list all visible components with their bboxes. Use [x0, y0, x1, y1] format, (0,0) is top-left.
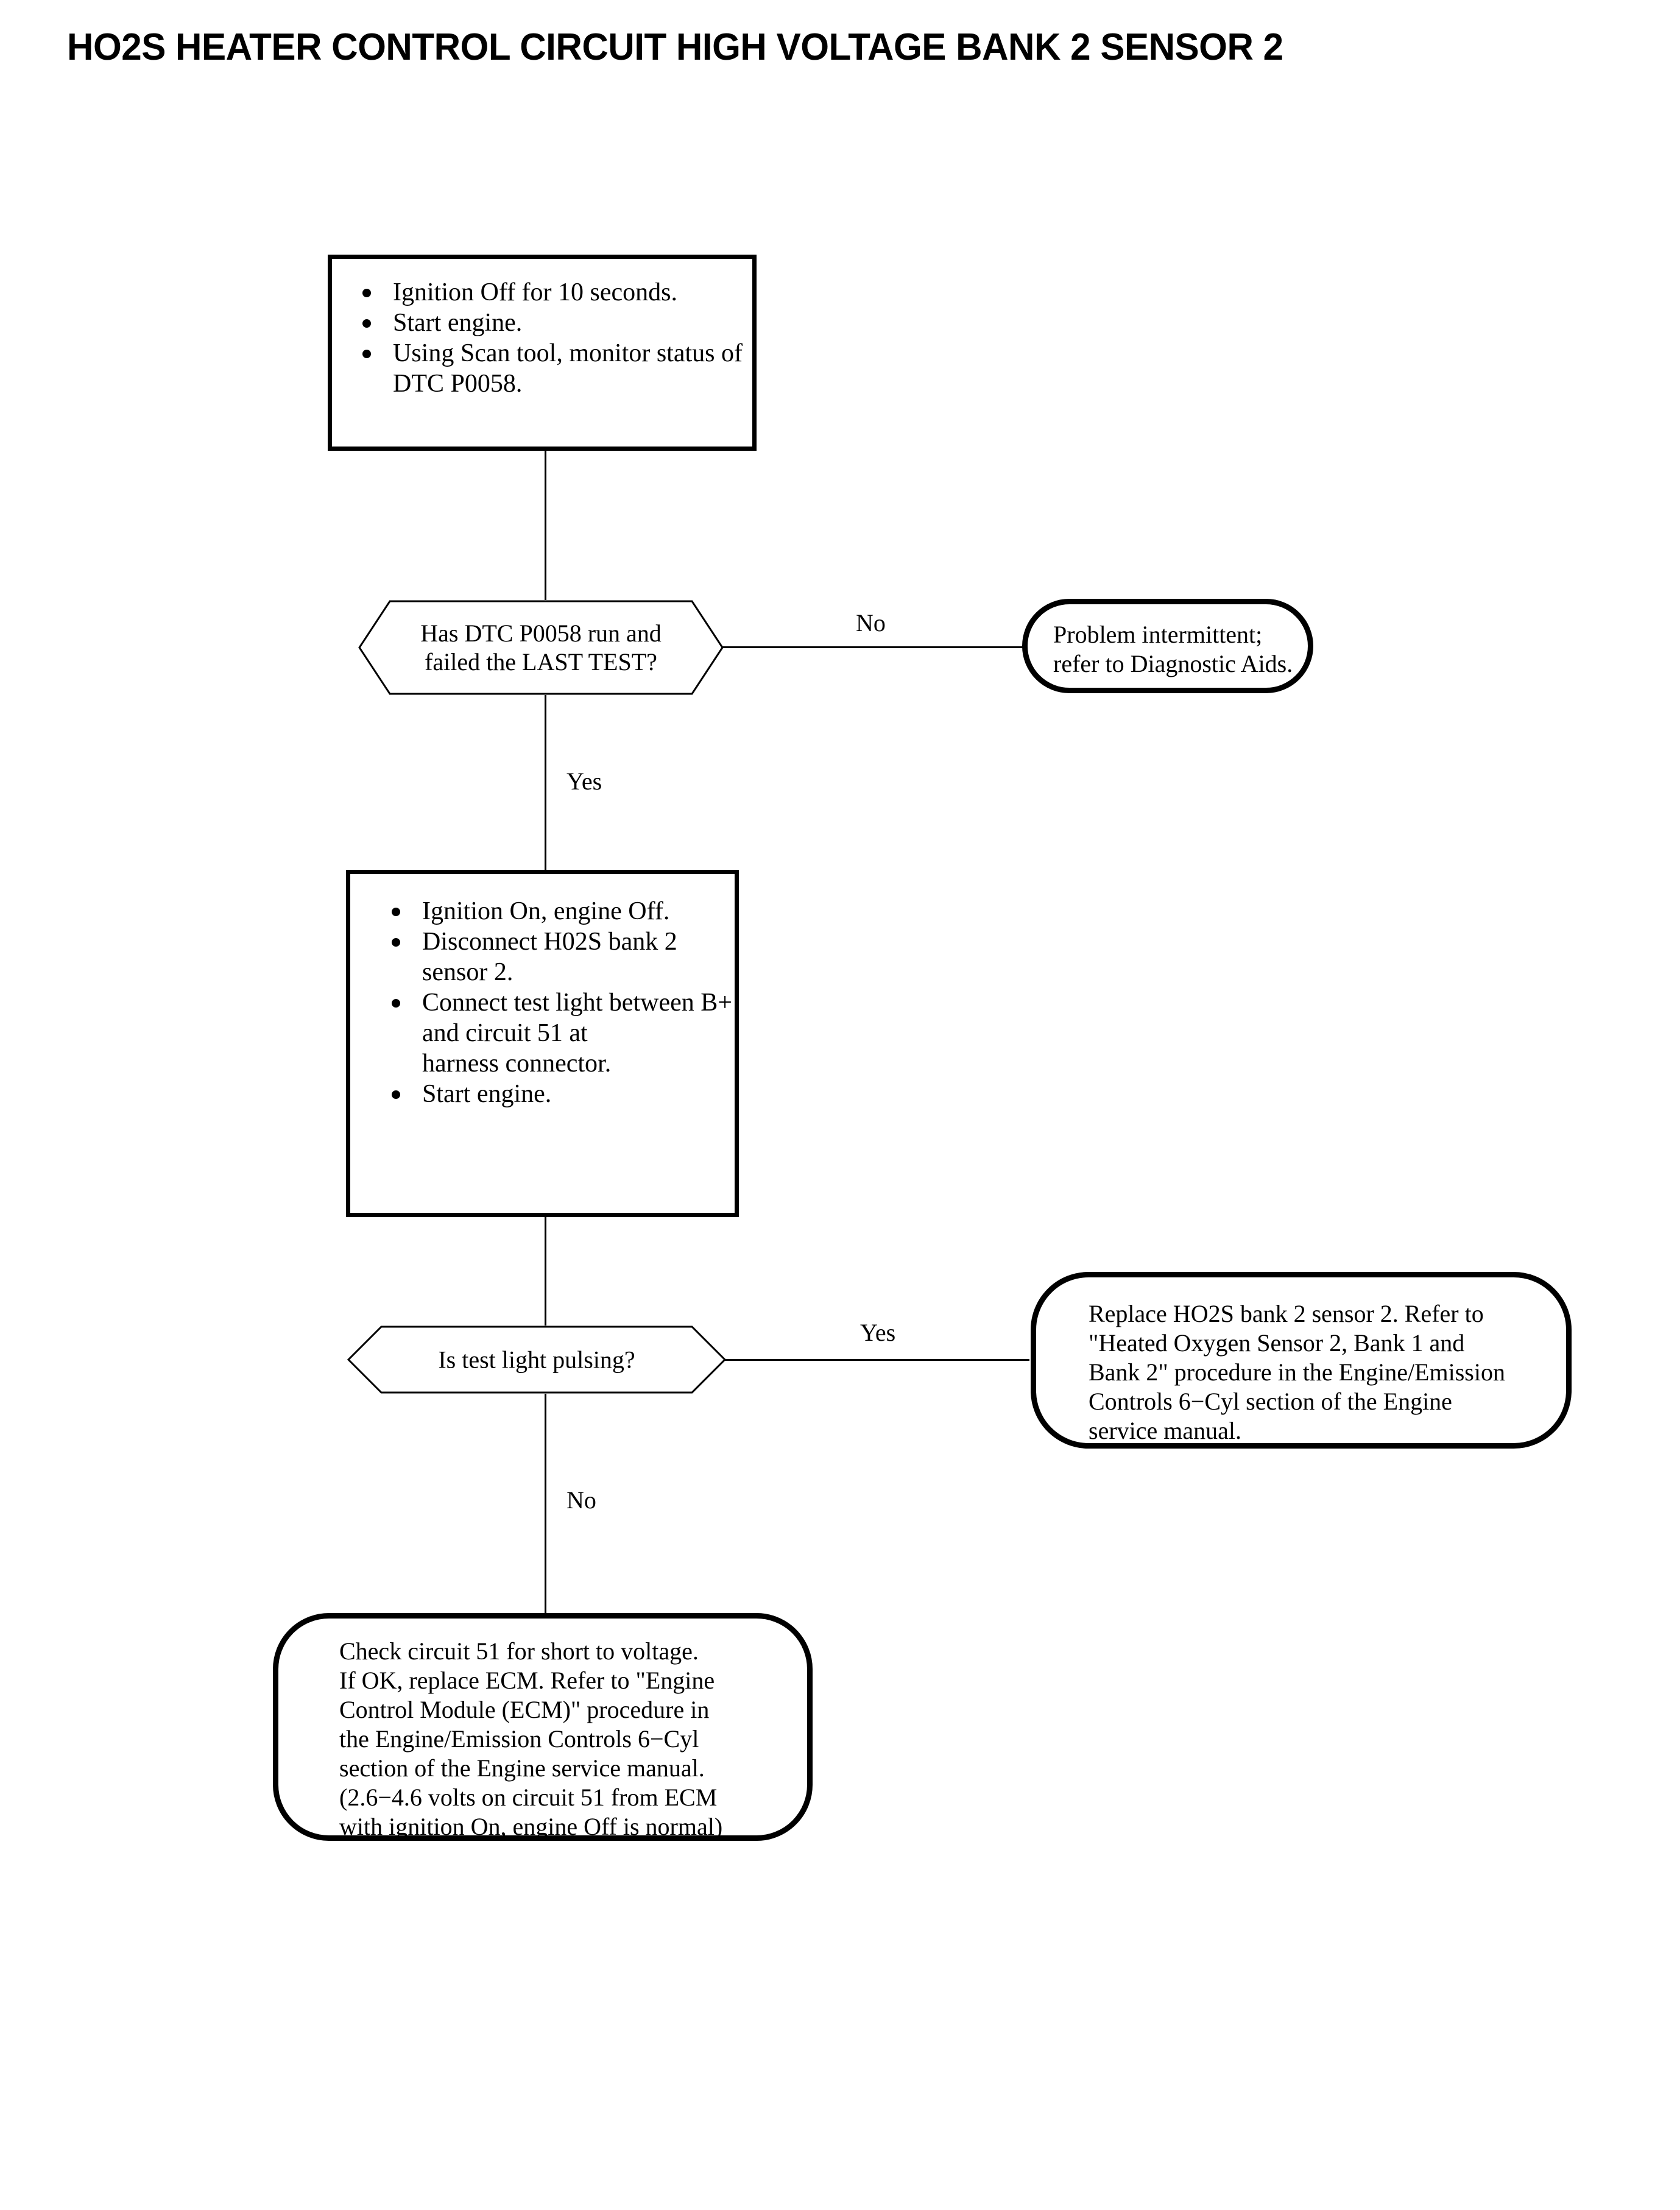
bullet-line: Start engine.	[422, 1080, 552, 1108]
list-item: Start engine.	[375, 1079, 729, 1109]
bullet-line: Disconnect H02S bank 2	[422, 928, 677, 956]
terminator-line: the Engine/Emission Controls 6−Cyl	[339, 1725, 699, 1753]
process-box-step1: Ignition Off for 10 seconds. Start engin…	[328, 255, 757, 451]
terminator-line: Replace HO2S bank 2 sensor 2. Refer to	[1089, 1300, 1484, 1327]
terminator-line: If OK, replace ECM. Refer to "Engine	[339, 1667, 715, 1694]
hexagon-outline-icon	[358, 600, 724, 695]
connector-decision2-yes	[725, 1359, 1029, 1361]
edge-label-no-2: No	[566, 1486, 596, 1514]
process-box-step2: Ignition On, engine Off. Disconnect H02S…	[346, 870, 739, 1217]
terminator1-text: Problem intermittent; refer to Diagnosti…	[1053, 620, 1293, 679]
bullet-line: Ignition Off for 10 seconds.	[393, 278, 677, 306]
terminator-line: service manual.	[1089, 1417, 1241, 1444]
terminator-line: refer to Diagnostic Aids.	[1053, 650, 1293, 677]
terminator-replace-ho2s-sensor: Replace HO2S bank 2 sensor 2. Refer to "…	[1031, 1272, 1572, 1449]
terminator-line: Control Module (ECM)" procedure in	[339, 1696, 710, 1723]
list-item: Connect test light between B+ and circui…	[375, 987, 732, 1079]
step2-bullet-list: Ignition On, engine Off. Disconnect H02S…	[375, 896, 732, 1109]
connector-step2-to-decision2	[545, 1217, 546, 1327]
terminator-line: Problem intermittent;	[1053, 621, 1263, 648]
bullet-line: Connect test light between B+	[422, 989, 732, 1017]
bullet-line: harness connector.	[422, 1050, 612, 1078]
decision-is-test-light-pulsing: Is test light pulsing?	[347, 1326, 726, 1394]
edge-label-yes-1: Yes	[566, 768, 602, 795]
terminator-check-circuit-51: Check circuit 51 for short to voltage. I…	[273, 1613, 813, 1841]
edge-label-no-1: No	[856, 609, 886, 637]
terminator3-text: Check circuit 51 for short to voltage. I…	[339, 1637, 722, 1841]
terminator-problem-intermittent: Problem intermittent; refer to Diagnosti…	[1022, 599, 1313, 693]
terminator-line: Bank 2" procedure in the Engine/Emission	[1089, 1358, 1505, 1386]
connector-decision2-no	[545, 1394, 546, 1620]
list-item: Ignition On, engine Off.	[375, 896, 729, 927]
bullet-line: Ignition On, engine Off.	[422, 897, 670, 925]
list-item: Using Scan tool, monitor status of DTC P…	[345, 338, 746, 399]
terminator-line: with ignition On, engine Off is normal)	[339, 1813, 723, 1840]
page-title: HO2S HEATER CONTROL CIRCUIT HIGH VOLTAGE…	[67, 26, 1283, 68]
list-item: Start engine.	[345, 308, 746, 338]
list-item: Ignition Off for 10 seconds.	[345, 277, 746, 308]
bullet-line: Start engine.	[393, 309, 523, 337]
terminator2-text: Replace HO2S bank 2 sensor 2. Refer to "…	[1089, 1299, 1505, 1446]
connector-decision1-no	[722, 646, 1024, 648]
decision-has-dtc-p0058-run-and-failed: Has DTC P0058 run and failed the LAST TE…	[358, 600, 724, 695]
bullet-line: DTC P0058.	[393, 370, 523, 398]
edge-label-yes-2: Yes	[860, 1319, 896, 1346]
bullet-line: sensor 2.	[422, 958, 514, 986]
terminator-line: "Heated Oxygen Sensor 2, Bank 1 and	[1089, 1329, 1465, 1357]
hexagon-outline-icon	[347, 1326, 726, 1394]
terminator-line: Check circuit 51 for short to voltage.	[339, 1637, 699, 1665]
bullet-line: and circuit 51 at	[422, 1019, 588, 1047]
bullet-line: Using Scan tool, monitor status of	[393, 339, 743, 367]
step1-bullet-list: Ignition Off for 10 seconds. Start engin…	[345, 277, 746, 399]
terminator-line: section of the Engine service manual.	[339, 1754, 705, 1782]
connector-decision1-yes	[545, 695, 546, 872]
connector-step1-to-decision1	[545, 451, 546, 601]
terminator-line: Controls 6−Cyl section of the Engine	[1089, 1388, 1452, 1415]
list-item: Disconnect H02S bank 2 sensor 2.	[375, 927, 729, 987]
terminator-line: (2.6−4.6 volts on circuit 51 from ECM	[339, 1784, 718, 1811]
